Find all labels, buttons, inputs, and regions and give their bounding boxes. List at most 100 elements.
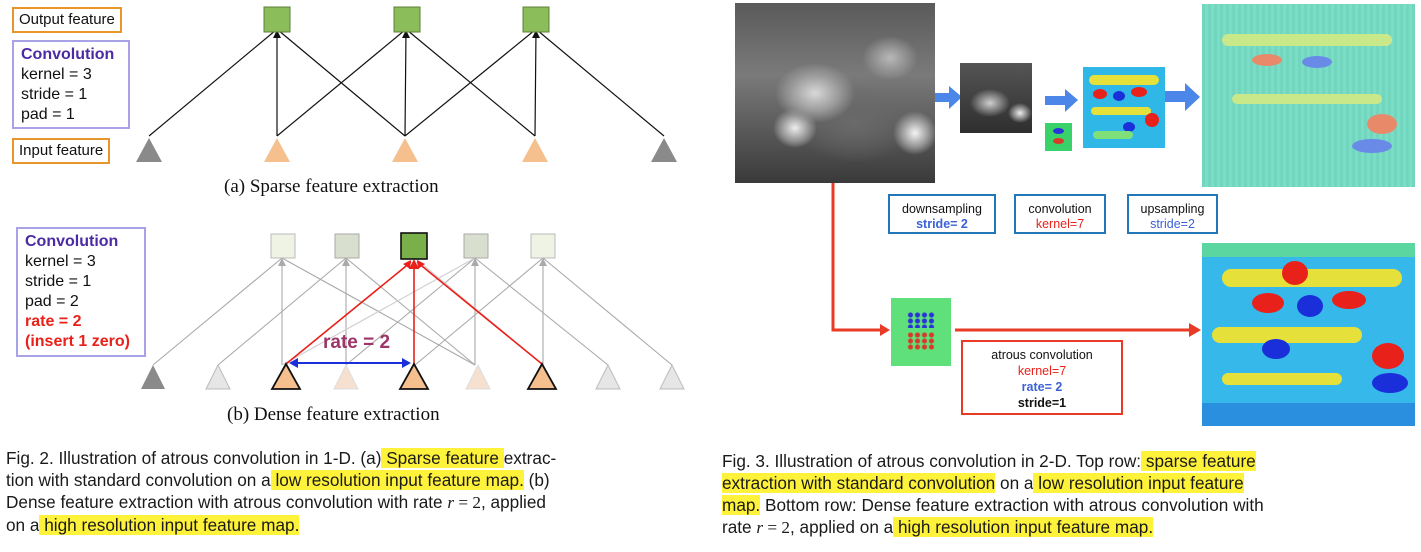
output-square xyxy=(522,6,550,33)
caption-b: (b) Dense feature extraction xyxy=(227,404,440,425)
map-band xyxy=(1202,243,1415,257)
caption-text: extrac- xyxy=(503,448,557,468)
dense-output-square xyxy=(463,233,489,259)
zero-triangle xyxy=(595,363,621,390)
label-title: atrous convolution xyxy=(991,348,1093,362)
fig3-caption-line2: extraction with standard convolution on … xyxy=(722,472,1417,494)
dense-output-square-active xyxy=(400,232,428,260)
fig2-caption-line3: Dense feature extraction with atrous con… xyxy=(6,491,702,514)
atrous-red-connections xyxy=(285,261,543,365)
insert-zero-note: (insert 1 zero) xyxy=(25,333,130,350)
pad-param: pad = 2 xyxy=(25,293,79,310)
map-blob xyxy=(1232,94,1382,104)
caption-a: (a) Sparse feature extraction xyxy=(224,176,439,197)
dense-arrowheads xyxy=(278,258,547,266)
label-value: stride= 2 xyxy=(916,217,968,231)
label-title: upsampling xyxy=(1140,202,1205,216)
caption-text: , applied on a xyxy=(790,517,894,537)
map-blob xyxy=(1145,113,1159,127)
map-blob xyxy=(1113,91,1125,101)
zero-triangle xyxy=(205,363,231,390)
highlight: sparse feature xyxy=(1141,451,1256,471)
dense-feature-map xyxy=(1202,243,1415,426)
caption-text: Fig. 3. Illustration of atrous convoluti… xyxy=(722,451,1142,471)
caption-text: Dense feature extraction with atrous con… xyxy=(6,492,448,512)
input-triangle xyxy=(333,363,359,390)
input-feature-label: Input feature xyxy=(19,142,104,159)
convolution-label: convolution kernel=7 xyxy=(1014,194,1106,234)
fig3-caption: Fig. 3. Illustration of atrous convoluti… xyxy=(722,450,1417,539)
map-blob xyxy=(1262,339,1290,359)
label-kernel: kernel=7 xyxy=(1017,364,1067,378)
caption-text: Fig. 2. Illustration of atrous convoluti… xyxy=(6,448,382,468)
kernel-blob xyxy=(1053,128,1064,134)
pad-param: pad = 1 xyxy=(21,106,75,123)
map-blob xyxy=(1222,269,1402,287)
map-blob xyxy=(1252,293,1284,313)
kernel-dots xyxy=(907,312,935,328)
map-blob xyxy=(1222,373,1342,385)
convolution-params-box-bottom: Convolution kernel = 3 stride = 1 pad = … xyxy=(16,227,146,357)
highlight: map. xyxy=(722,495,761,515)
downsampled-image xyxy=(960,63,1032,133)
dense-connections xyxy=(152,257,673,366)
map-blob xyxy=(1222,34,1392,46)
kernel-dots xyxy=(907,332,935,350)
kernel-param: kernel = 3 xyxy=(21,66,92,83)
map-blob xyxy=(1302,56,1332,68)
dense-output-square xyxy=(530,233,556,259)
math-variable: r xyxy=(447,493,455,512)
label-value: stride=2 xyxy=(1150,217,1195,231)
map-blob xyxy=(1123,122,1135,132)
kernel-blob xyxy=(1053,138,1064,144)
atrous-kernel-image xyxy=(891,298,951,366)
fig2-caption-line2: tion with standard convolution on a low … xyxy=(6,469,702,491)
red-path xyxy=(831,183,1190,332)
fig2-caption: Fig. 2. Illustration of atrous convoluti… xyxy=(6,447,702,536)
map-blob xyxy=(1252,54,1282,66)
label-title: downsampling xyxy=(902,202,982,216)
input-triangle xyxy=(392,138,418,162)
input-triangle xyxy=(465,363,491,390)
sparse-arrowheads xyxy=(273,30,540,38)
fig2-caption-line1: Fig. 2. Illustration of atrous convoluti… xyxy=(6,447,702,469)
output-square xyxy=(263,6,291,33)
fig3-arrows xyxy=(831,83,1201,337)
stride-param: stride = 1 xyxy=(21,86,88,103)
fig3-caption-line1: Fig. 3. Illustration of atrous convoluti… xyxy=(722,450,1417,472)
caption-text: tion with standard convolution on a xyxy=(6,470,271,490)
map-band xyxy=(1202,403,1415,426)
sparse-feature-map xyxy=(1083,67,1165,148)
map-blob xyxy=(1212,327,1362,343)
fig3-caption-line3: map. Bottom row: Dense feature extractio… xyxy=(722,494,1417,516)
label-value: kernel=7 xyxy=(1035,217,1085,231)
sparse-connections xyxy=(148,29,665,137)
highlight: high resolution input feature map. xyxy=(893,517,1154,537)
red-arrowhead xyxy=(1189,323,1201,337)
upsampling-label: upsampling stride=2 xyxy=(1127,194,1218,234)
input-feature-legend: Input feature xyxy=(12,138,111,164)
label-rate: rate= 2 xyxy=(1021,380,1063,394)
map-blob xyxy=(1282,261,1308,285)
map-blob xyxy=(1352,139,1392,153)
input-triangle-used xyxy=(398,362,430,390)
rate-arrowhead-right xyxy=(402,358,411,368)
map-blob xyxy=(1297,295,1323,317)
map-blob xyxy=(1367,114,1397,134)
input-triangle xyxy=(264,138,290,162)
convolution-title: Convolution xyxy=(21,46,115,63)
output-square xyxy=(393,6,421,33)
caption-text: (b) xyxy=(523,470,550,490)
kernel-image xyxy=(1045,123,1072,151)
caption-text: , applied xyxy=(480,492,546,512)
peppers-image xyxy=(735,3,935,183)
pad-triangle xyxy=(136,138,162,162)
dense-output-square xyxy=(270,233,296,259)
map-blob xyxy=(1093,131,1133,139)
map-blob xyxy=(1372,373,1408,393)
map-blob xyxy=(1089,75,1159,85)
caption-text: rate xyxy=(722,517,757,537)
rate-param: rate = 2 xyxy=(25,313,82,330)
highlight: low resolution input feature map. xyxy=(270,470,524,490)
rate-arrowhead-left xyxy=(289,358,298,368)
